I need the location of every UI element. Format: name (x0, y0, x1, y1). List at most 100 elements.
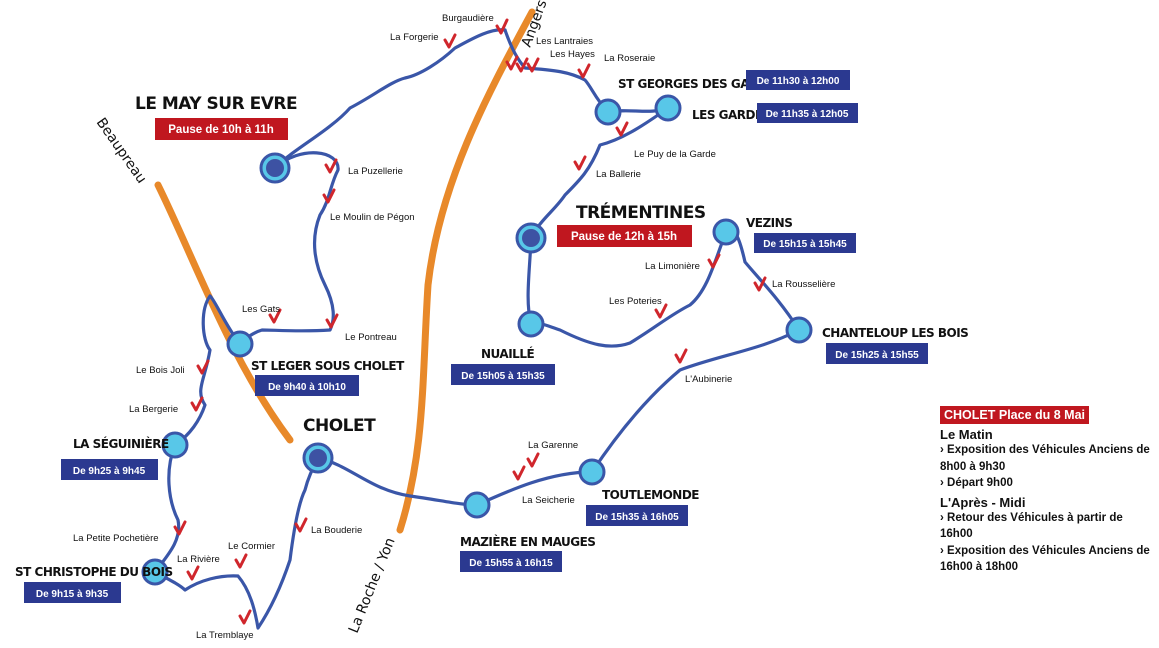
check-icon (515, 57, 529, 73)
check-icon (324, 158, 338, 174)
check-icon (322, 188, 336, 204)
stop-st-leger (226, 330, 254, 358)
badge-maziere: De 15h55 à 16h15 (469, 558, 553, 569)
stop-st-georges (594, 98, 622, 126)
town-toutlemonde: TOUTLEMONDE (602, 488, 699, 502)
check-icon (443, 33, 457, 49)
badge-chanteloup: De 15h25 à 15h55 (835, 350, 919, 361)
town-st-georges: ST GEORGES DES GARDES (618, 77, 783, 91)
place-moulin-de-pegon: Le Moulin de Pégon (330, 212, 415, 223)
stop-toutlemonde (578, 458, 606, 486)
info-morning-item: › Départ 9h00 (940, 477, 1013, 489)
check-icon (268, 308, 282, 324)
place-burgaudiere: Burgaudière (442, 13, 494, 24)
town-cholet: CHOLET (303, 416, 376, 436)
badge-toutlemonde: De 15h35 à 16h05 (595, 512, 679, 523)
check-icon (190, 396, 204, 412)
place-la-bergerie: La Bergerie (129, 404, 178, 415)
stop-st-christophe (141, 558, 169, 586)
stop-chanteloup (785, 316, 813, 344)
place-les-hayes: Les Hayes (550, 49, 595, 60)
place-l-aubinerie: L'Aubinerie (685, 374, 732, 385)
check-icon (753, 276, 767, 292)
check-icon (674, 348, 688, 364)
check-icon (234, 553, 248, 569)
place-puy-de-la-garde: Le Puy de la Garde (634, 149, 716, 160)
place-la-riviere: La Rivière (177, 554, 220, 565)
check-icon (294, 517, 308, 533)
place-le-bois-joli: Le Bois Joli (136, 365, 185, 376)
check-icon (512, 465, 526, 481)
stop-maziere (463, 491, 491, 519)
place-labels: Burgaudière La Forgerie Les Lantraies Le… (73, 13, 835, 641)
badge-vezins: De 15h15 à 15h45 (763, 239, 847, 250)
check-icon (196, 359, 210, 375)
town-trementines: TRÉMENTINES (576, 201, 706, 223)
town-la-seguiniere: LA SÉGUINIÈRE (73, 436, 169, 451)
town-les-gardes: LES GARDES (692, 108, 771, 122)
check-icon (573, 155, 587, 171)
check-icon (325, 313, 339, 329)
place-la-rousseliere: La Rousselière (772, 279, 835, 290)
info-morning-heading: Le Matin (940, 427, 993, 442)
road-angers-laroche (396, 8, 536, 534)
town-st-leger: ST LEGER SOUS CHOLET (251, 359, 405, 373)
stop-vezins (712, 218, 740, 246)
town-labels: LE MAY SUR EVRE ST GEORGES DES GARDES LE… (15, 77, 969, 579)
road-label-la-roche: La Roche / Yon (346, 535, 399, 635)
town-vezins: VEZINS (746, 216, 792, 230)
place-le-pontreau: Le Pontreau (345, 332, 397, 343)
badge-seguiniere: De 9h25 à 9h45 (73, 466, 146, 477)
check-icon (526, 452, 540, 468)
place-la-forgerie: La Forgerie (390, 32, 439, 43)
check-icon (707, 253, 721, 269)
info-morning-item: › Exposition des Véhicules Anciens de 8h… (940, 444, 1150, 473)
info-title: CHOLET Place du 8 Mai (940, 406, 1090, 424)
road-beaupreau (154, 181, 294, 444)
stop-nuaille (517, 310, 545, 338)
check-icon (577, 63, 591, 79)
stop-les-gardes (654, 94, 682, 122)
road-label-beaupreau: Beaupreau (93, 115, 150, 186)
check-icon (238, 609, 252, 625)
check-icon (173, 520, 187, 536)
check-icon (654, 303, 668, 319)
place-la-roseraie: La Roseraie (604, 53, 655, 64)
check-icon (186, 565, 200, 581)
badge-nuaille: De 15h05 à 15h35 (461, 371, 545, 382)
badge-st-leger: De 9h40 à 10h10 (268, 382, 346, 393)
town-maziere-en-mauges: MAZIÈRE EN MAUGES (460, 534, 595, 549)
town-chanteloup: CHANTELOUP LES BOIS (822, 326, 968, 340)
place-la-seicherie: La Seicherie (522, 495, 575, 506)
place-la-bouderie: La Bouderie (311, 525, 362, 536)
info-afternoon-heading: L'Après - Midi (940, 494, 1026, 510)
check-icon (495, 18, 509, 35)
stop-seguiniere (161, 431, 189, 459)
info-panel: CHOLET Place du 8 Mai Le Matin › Exposit… (940, 406, 1155, 576)
check-icon (526, 57, 540, 73)
badge-st-georges: De 11h30 à 12h00 (757, 76, 840, 87)
place-les-poteries: Les Poteries (609, 296, 662, 307)
town-le-may-sur-evre: LE MAY SUR EVRE (135, 94, 297, 114)
info-afternoon-item: › Exposition des Véhicules Anciens de 16… (940, 544, 1150, 574)
stops (141, 94, 813, 586)
info-afternoon-item: › Retour des Véhicules à partir de 16h00 (940, 511, 1123, 541)
badge-les-gardes: De 11h35 à 12h05 (766, 109, 849, 120)
place-le-cormier: Le Cormier (228, 541, 275, 552)
place-la-limoniere: La Limonière (645, 261, 700, 272)
place-la-ballerie: La Ballerie (596, 169, 641, 180)
check-marks (173, 18, 767, 625)
badge-st-christophe: De 9h15 à 9h35 (36, 589, 109, 600)
check-icon (505, 55, 519, 71)
place-la-petite-pochetiere: La Petite Pochetière (73, 533, 159, 544)
place-la-garenne: La Garenne (528, 440, 578, 451)
place-les-gats: Les Gats (242, 304, 280, 315)
place-la-tremblaye: La Tremblaye (196, 630, 254, 641)
badge-le-may: Pause de 10h à 11h (168, 124, 273, 136)
town-st-christophe: ST CHRISTOPHE DU BOIS (15, 565, 173, 579)
place-la-puzellerie: La Puzellerie (348, 166, 403, 177)
schedule-badges: Pause de 10h à 11h De 11h30 à 12h00 De 1… (24, 70, 928, 603)
check-icon (615, 121, 629, 137)
place-les-lantraies: Les Lantraies (536, 36, 593, 47)
